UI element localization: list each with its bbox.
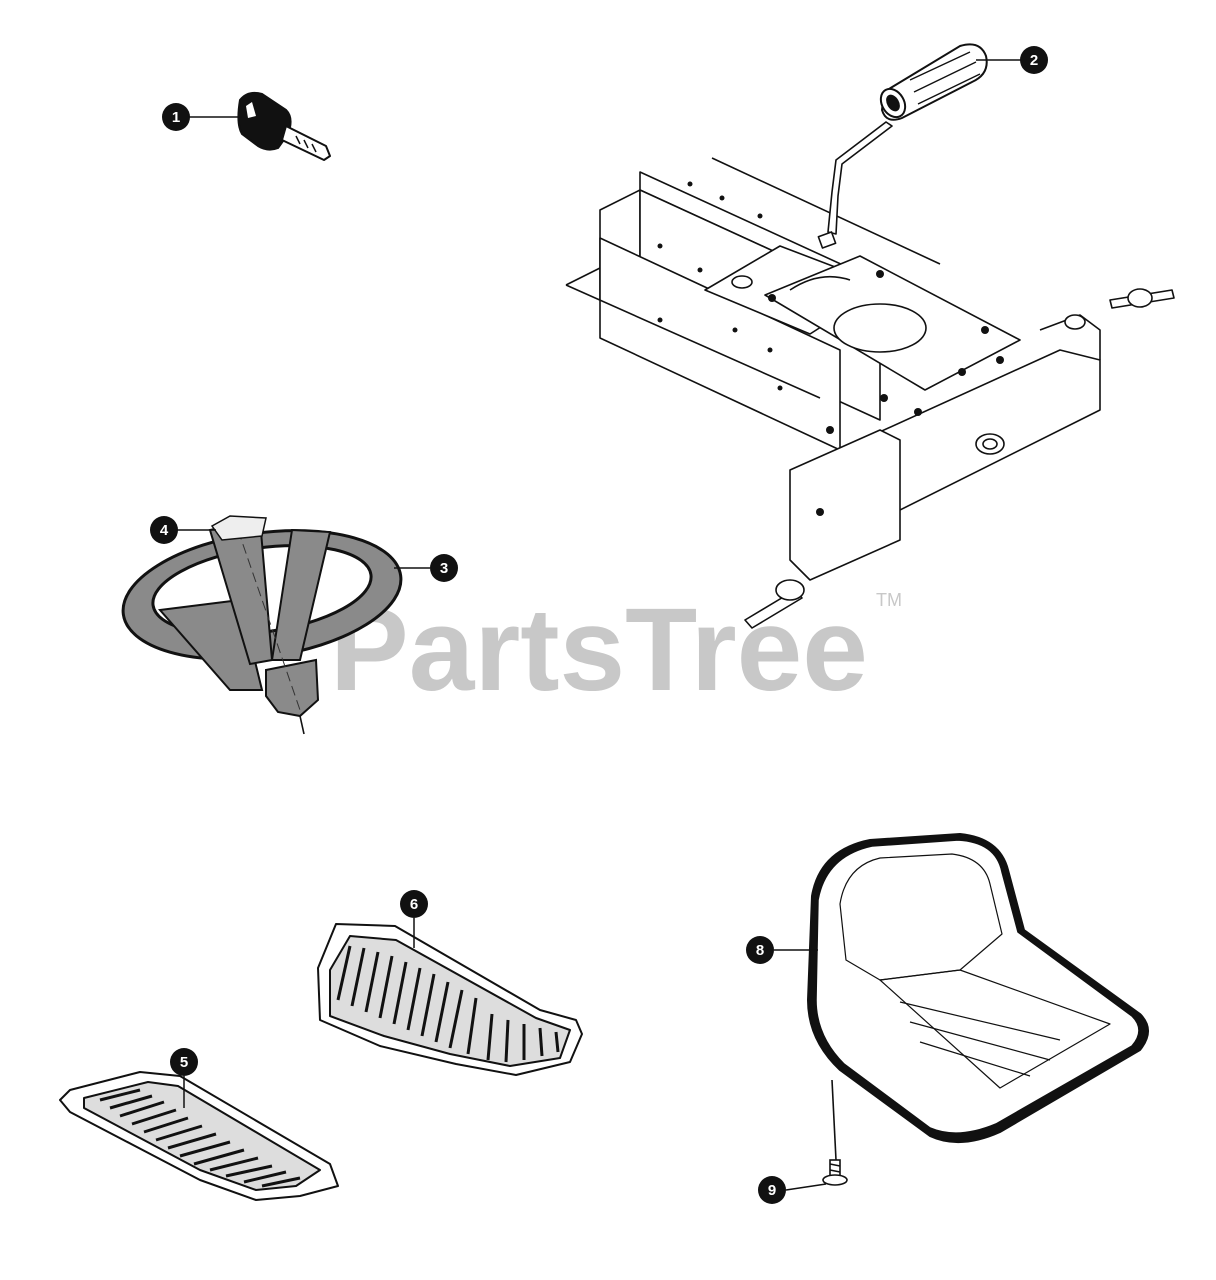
callout-6-number: 6 bbox=[410, 896, 418, 913]
callout-9: 9 bbox=[758, 1176, 827, 1204]
seat-drawing bbox=[807, 833, 1149, 1161]
steering-cap-drawing bbox=[210, 515, 267, 541]
left-foot-pad-drawing bbox=[59, 1071, 339, 1201]
ignition-key-drawing bbox=[237, 91, 331, 161]
handle-grip-drawing bbox=[879, 43, 988, 121]
frame-drawing bbox=[565, 121, 1175, 629]
right-foot-pad-drawing bbox=[317, 923, 583, 1076]
steering-wheel-drawing bbox=[121, 518, 403, 735]
callout-3: 3 bbox=[394, 554, 458, 582]
callout-4-number: 4 bbox=[160, 522, 169, 539]
callout-9-number: 9 bbox=[768, 1182, 776, 1199]
callout-8-number: 8 bbox=[756, 942, 764, 959]
callout-4: 4 bbox=[150, 516, 216, 544]
seat-bolt-drawing bbox=[822, 1159, 848, 1186]
callout-3-number: 3 bbox=[440, 560, 448, 577]
watermark-tm: TM bbox=[876, 590, 902, 610]
callout-2-number: 2 bbox=[1030, 52, 1038, 69]
callout-8: 8 bbox=[746, 936, 818, 964]
callout-5: 5 bbox=[170, 1048, 198, 1108]
callout-5-number: 5 bbox=[180, 1054, 188, 1071]
callout-1-number: 1 bbox=[172, 109, 180, 126]
callout-2: 2 bbox=[976, 46, 1048, 74]
callout-6: 6 bbox=[400, 890, 428, 948]
callout-1: 1 bbox=[162, 103, 242, 131]
